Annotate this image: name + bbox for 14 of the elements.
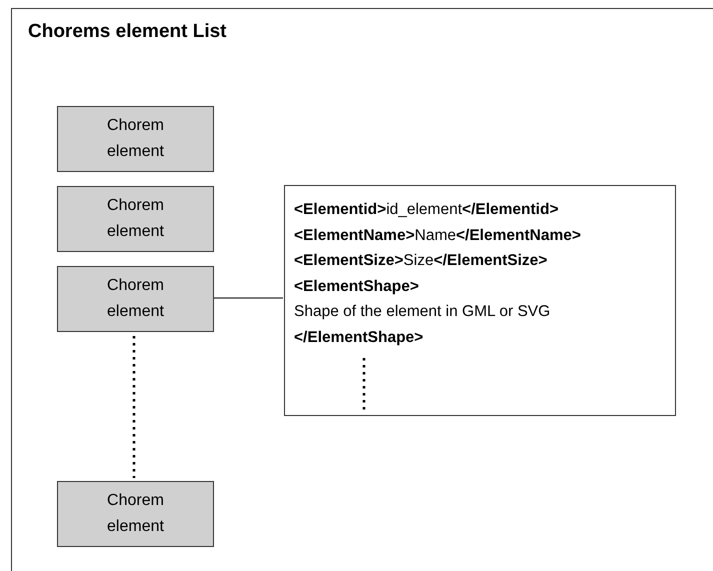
title: Chorems element List <box>28 20 226 44</box>
element-box: Chorem element <box>57 266 214 332</box>
xml-line: <ElementSize>Size</ElementSize> <box>294 251 548 271</box>
xml-line: <ElementShape> <box>294 276 419 296</box>
xml-line: <ElementName>Name</ElementName> <box>294 226 581 246</box>
element-box: Chorem element <box>57 481 214 547</box>
element-box: Chorem element <box>57 106 214 172</box>
connector-line <box>213 297 283 299</box>
xml-line: Shape of the element in GML or SVG <box>294 302 550 322</box>
element-box: Chorem element <box>57 186 214 252</box>
xml-line: <Elementid>id_element</Elementid> <box>294 200 558 220</box>
frame-panel <box>11 8 713 571</box>
xml-box <box>284 185 676 416</box>
xml-line: </ElementShape> <box>294 328 424 348</box>
